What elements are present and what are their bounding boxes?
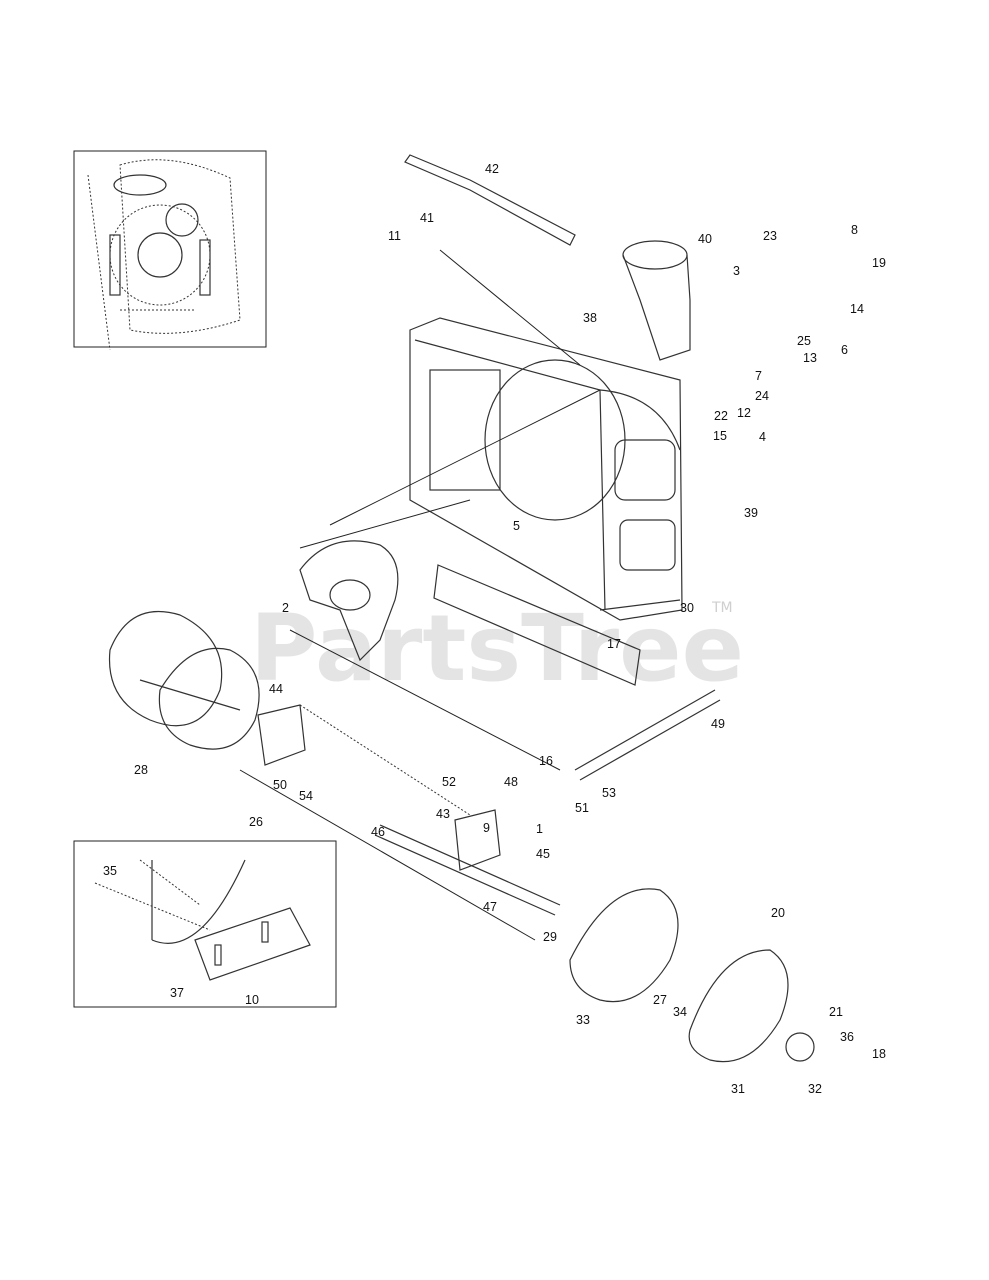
callout-10: 10 (245, 993, 259, 1007)
watermark-trademark: TM (711, 600, 733, 616)
callout-8: 8 (851, 223, 858, 237)
callout-13: 13 (803, 351, 817, 365)
callout-50: 50 (273, 778, 287, 792)
callout-28: 28 (134, 763, 148, 777)
callout-23: 23 (763, 229, 777, 243)
callout-30: 30 (680, 601, 694, 615)
callout-37: 37 (170, 986, 184, 1000)
callout-49: 49 (711, 717, 725, 731)
callout-25: 25 (797, 334, 811, 348)
callout-22: 22 (714, 409, 728, 423)
callout-17: 17 (607, 637, 621, 651)
callout-54: 54 (299, 789, 313, 803)
callout-4: 4 (759, 430, 766, 444)
callout-38: 38 (583, 311, 597, 325)
callout-42: 42 (485, 162, 499, 176)
left-auger (108, 611, 260, 750)
right-augers (569, 888, 815, 1063)
impeller (299, 540, 399, 662)
callout-47: 47 (483, 900, 497, 914)
callout-19: 19 (872, 256, 886, 270)
shaft (404, 154, 576, 246)
callout-15: 15 (713, 429, 727, 443)
inset-bottom-left (73, 840, 337, 1008)
callout-26: 26 (249, 815, 263, 829)
callout-33: 33 (576, 1013, 590, 1027)
callout-45: 45 (536, 847, 550, 861)
callout-46: 46 (371, 825, 385, 839)
callout-43: 43 (436, 807, 450, 821)
callout-7: 7 (755, 369, 762, 383)
callout-6: 6 (841, 343, 848, 357)
callout-14: 14 (850, 302, 864, 316)
callout-35: 35 (103, 864, 117, 878)
callout-53: 53 (602, 786, 616, 800)
callout-24: 24 (755, 389, 769, 403)
callout-52: 52 (442, 775, 456, 789)
callout-31: 31 (731, 1082, 745, 1096)
callout-34: 34 (673, 1005, 687, 1019)
callout-16: 16 (539, 754, 553, 768)
callout-2: 2 (282, 601, 289, 615)
auger-housing (409, 317, 683, 621)
callout-44: 44 (269, 682, 283, 696)
gearbox-assembly (257, 689, 721, 916)
callout-9: 9 (483, 821, 490, 835)
callout-20: 20 (771, 906, 785, 920)
callout-3: 3 (733, 264, 740, 278)
callout-48: 48 (504, 775, 518, 789)
callout-36: 36 (840, 1030, 854, 1044)
chute (622, 240, 691, 361)
callout-5: 5 (513, 519, 520, 533)
assembly-lines (239, 249, 601, 941)
callout-29: 29 (543, 930, 557, 944)
callout-41: 41 (420, 211, 434, 225)
shave-plate (433, 564, 641, 686)
callout-1: 1 (536, 822, 543, 836)
callout-11: 11 (388, 229, 401, 243)
callout-27: 27 (653, 993, 667, 1007)
callout-12: 12 (737, 406, 751, 420)
watermark-brand: PartsTree (250, 595, 744, 702)
callout-51: 51 (575, 801, 589, 815)
callout-39: 39 (744, 506, 758, 520)
inset-top-left (73, 150, 267, 351)
callout-32: 32 (808, 1082, 822, 1096)
callout-18: 18 (872, 1047, 886, 1061)
callout-40: 40 (698, 232, 712, 246)
callout-21: 21 (829, 1005, 843, 1019)
